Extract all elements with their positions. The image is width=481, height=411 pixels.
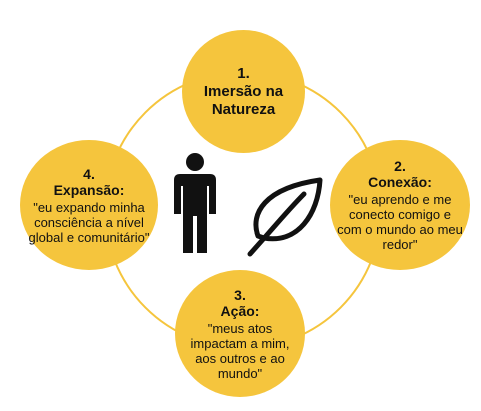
node-title: Imersão na Natureza [203, 82, 284, 118]
node-number: 4. [83, 165, 95, 182]
node-expansion: 4. Expansão: "eu expando minha consciênc… [20, 140, 158, 270]
node-title: Conexão: [368, 174, 432, 190]
person-icon [174, 153, 216, 253]
node-connection: 2. Conexão: "eu aprendo e me conecto com… [330, 140, 470, 270]
node-title: Ação: [220, 302, 260, 319]
node-text: "eu expando minha consciência a nível gl… [28, 199, 150, 245]
node-number: 3. [234, 286, 246, 303]
node-number: 1. [237, 64, 250, 82]
node-text: "meus atos impactam a mim, aos outros e … [190, 320, 290, 381]
node-number: 2. [394, 158, 406, 174]
node-action: 3. Ação: "meus atos impactam a mim, aos … [175, 270, 305, 397]
leaf-icon [247, 177, 323, 257]
node-title: Expansão: [53, 181, 125, 198]
node-text: "eu aprendo e me conecto comigo e com o … [337, 192, 463, 252]
node-immersion: 1. Imersão na Natureza [182, 30, 305, 153]
